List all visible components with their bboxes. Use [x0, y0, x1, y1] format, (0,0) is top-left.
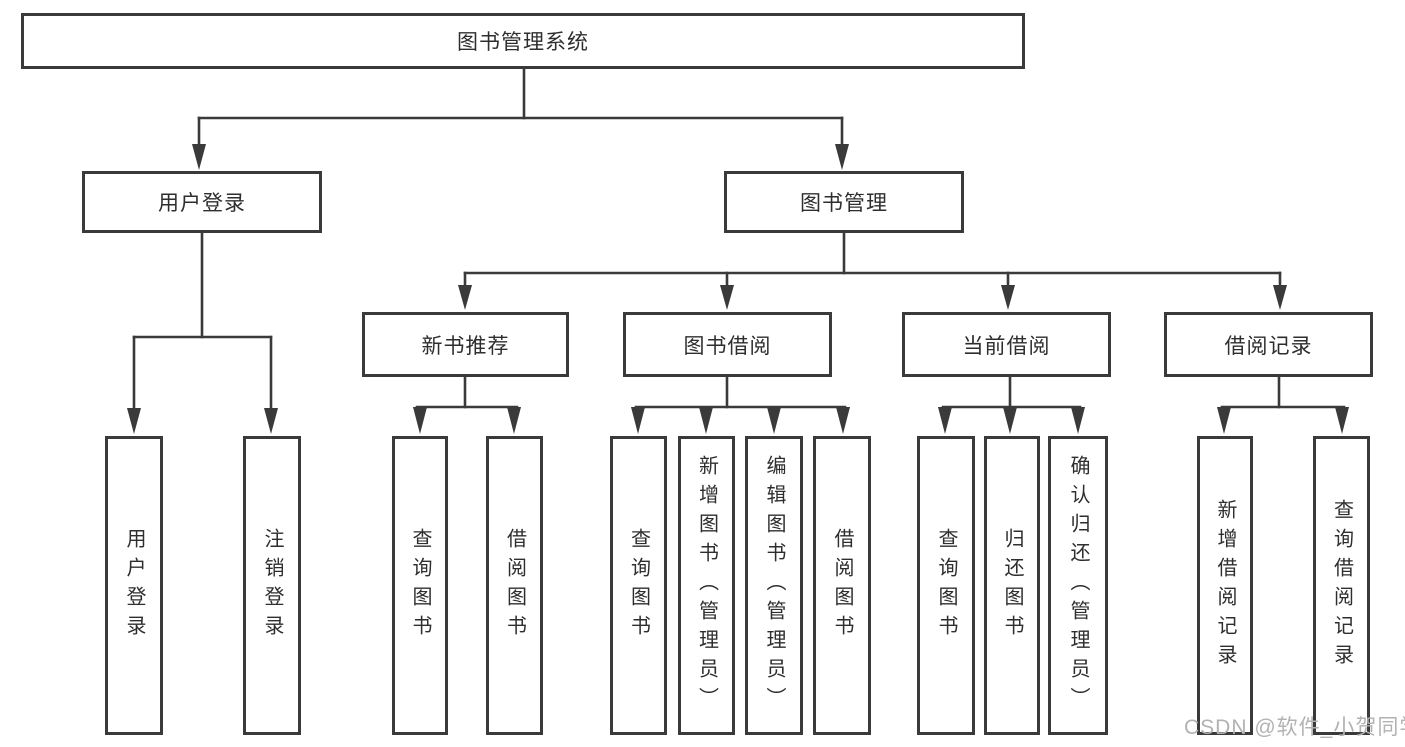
- leaf-logout-label: 注销登录: [261, 527, 283, 644]
- leaf-cb-confirm-return: 确认归还（管理员）: [1048, 436, 1108, 735]
- arrowhead-ul-logout: [264, 408, 278, 434]
- node-book-mgmt-label: 图书管理: [800, 192, 888, 215]
- leaf-cb-return-books-label: 归还图书: [1001, 527, 1023, 644]
- leaf-user-login-label: 用户登录: [123, 527, 145, 644]
- arrowhead-bb-edit: [767, 407, 781, 434]
- leaf-bb-add-books: 新增图书（管理员）: [678, 436, 735, 735]
- leaf-br-add-record-label: 新增借阅记录: [1214, 498, 1236, 673]
- arrowhead-borrow-record: [1273, 285, 1287, 310]
- leaf-bb-edit-books: 编辑图书（管理员）: [745, 436, 803, 735]
- leaf-bb-add-books-label: 新增图书（管理员）: [695, 455, 718, 716]
- node-current-borrow-label: 当前借阅: [962, 334, 1051, 358]
- arrowhead-ul-login: [127, 408, 141, 434]
- leaf-nb-query-books-label: 查询图书: [409, 527, 431, 644]
- node-borrow-record-label: 借阅记录: [1224, 334, 1313, 358]
- node-borrow-record: 借阅记录: [1164, 312, 1373, 377]
- leaf-bb-edit-books-label: 编辑图书（管理员）: [763, 455, 785, 716]
- leaf-nb-borrow-books: 借阅图书: [486, 436, 543, 735]
- leaf-cb-query-books: 查询图书: [917, 436, 975, 735]
- node-user-login: 用户登录: [82, 171, 322, 233]
- arrowhead-nb-query: [413, 407, 427, 434]
- arrowhead-book-borrow: [720, 285, 734, 310]
- node-book-borrow: 图书借阅: [623, 312, 832, 377]
- arrowhead-bb-add: [699, 407, 713, 434]
- leaf-cb-query-books-label: 查询图书: [935, 527, 957, 644]
- leaf-nb-query-books: 查询图书: [392, 436, 448, 735]
- arrowhead-cb-confirm: [1071, 407, 1085, 434]
- arrowhead-current-borrow: [1001, 285, 1015, 310]
- arrowhead-cb-query: [938, 407, 952, 434]
- arrowhead-bb-borrow: [836, 407, 850, 434]
- leaf-br-query-record: 查询借阅记录: [1313, 436, 1370, 735]
- leaf-cb-confirm-return-label: 确认归还（管理员）: [1067, 455, 1089, 716]
- leaf-bb-query-books: 查询图书: [610, 436, 667, 735]
- node-book-borrow-label: 图书借阅: [683, 334, 772, 358]
- leaf-br-add-record: 新增借阅记录: [1197, 436, 1253, 735]
- arrowhead-book-mgmt: [835, 144, 849, 170]
- arrowhead-br-add: [1217, 407, 1231, 434]
- leaf-bb-borrow-books: 借阅图书: [813, 436, 871, 735]
- leaf-user-login: 用户登录: [105, 436, 163, 735]
- leaf-bb-borrow-books-label: 借阅图书: [831, 527, 853, 644]
- arrowhead-nb-borrow: [507, 407, 521, 434]
- leaf-logout: 注销登录: [243, 436, 301, 735]
- arrowhead-new-book: [458, 285, 472, 310]
- node-current-borrow: 当前借阅: [902, 312, 1111, 377]
- arrowhead-cb-return: [1003, 407, 1017, 434]
- leaf-cb-return-books: 归还图书: [984, 436, 1040, 735]
- arrowhead-bb-query: [631, 407, 645, 434]
- node-root: 图书管理系统: [21, 13, 1025, 69]
- node-root-label: 图书管理系统: [457, 31, 589, 54]
- node-new-book: 新书推荐: [362, 312, 569, 377]
- arrowhead-br-query: [1335, 407, 1349, 434]
- watermark: CSDN @软件_小贺同学: [1184, 716, 1405, 739]
- leaf-bb-query-books-label: 查询图书: [627, 527, 650, 644]
- node-book-mgmt: 图书管理: [724, 171, 964, 233]
- node-new-book-label: 新书推荐: [421, 334, 510, 358]
- arrowhead-user-login: [192, 144, 206, 170]
- leaf-nb-borrow-books-label: 借阅图书: [503, 527, 526, 644]
- node-user-login-label: 用户登录: [158, 192, 246, 215]
- leaf-br-query-record-label: 查询借阅记录: [1330, 498, 1353, 673]
